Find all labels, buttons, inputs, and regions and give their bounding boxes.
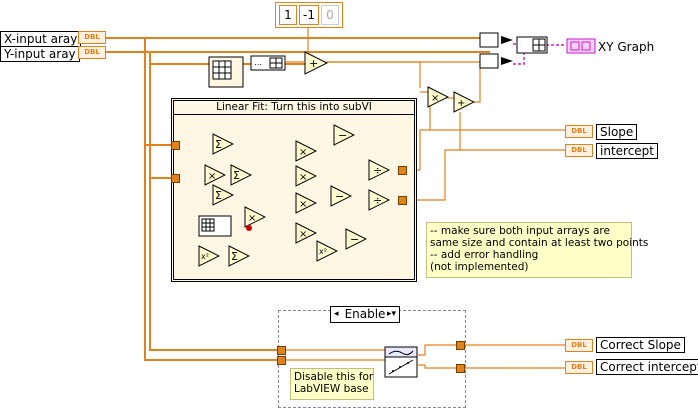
array-element-2[interactable]: 0	[321, 5, 339, 25]
sum-node-1[interactable]: Σ	[212, 133, 234, 155]
y-input-label: Y-input aray	[0, 46, 80, 62]
svg-text:Σ: Σ	[215, 189, 222, 202]
enable-selector[interactable]: ◂ Enable ▸▾	[330, 306, 400, 323]
svg-text:Σ: Σ	[233, 169, 240, 182]
svg-text:×: ×	[299, 199, 307, 210]
multiply-node-6[interactable]: ×	[295, 222, 317, 244]
multiply-node-outer[interactable]: ×	[427, 86, 449, 108]
divide-node-1[interactable]: ÷	[368, 159, 390, 181]
multiply-node-2[interactable]: ×	[244, 206, 266, 228]
linear-fit-frame-title: Linear Fit: Turn this into subVI	[174, 101, 414, 115]
svg-text:+: +	[309, 57, 318, 70]
bundle-node-2[interactable]	[516, 36, 548, 54]
svg-text:÷: ÷	[373, 164, 382, 177]
multiply-node-5[interactable]: ×	[295, 192, 317, 214]
correct-intercept-label: Correct intercept	[596, 359, 698, 375]
linear-fit-vi-icon[interactable]	[384, 346, 418, 378]
wire-intercept-out	[407, 149, 565, 201]
frame-tunnel-x[interactable]	[171, 141, 180, 150]
multiply-node-4[interactable]: ×	[295, 165, 317, 187]
disable-tunnel-x[interactable]	[277, 346, 286, 355]
x-input-terminal[interactable]: DBL	[78, 31, 106, 44]
array-element-0[interactable]: 1	[279, 5, 297, 25]
sum-node-3[interactable]: Σ	[212, 184, 234, 206]
svg-text:×: ×	[208, 171, 216, 182]
svg-text:x²: x²	[201, 252, 209, 261]
intercept-terminal[interactable]: DBL	[565, 144, 593, 157]
divide-node-2[interactable]: ÷	[368, 189, 390, 211]
y-input-terminal[interactable]: DBL	[78, 46, 106, 59]
intercept-label: intercept	[596, 143, 658, 159]
add-node-outer[interactable]: +	[453, 91, 475, 113]
wire-fit-int	[418, 364, 565, 369]
wire-y-down	[149, 52, 283, 351]
disable-tunnel-slope[interactable]	[456, 341, 465, 350]
svg-text:×: ×	[299, 229, 307, 240]
svg-text:÷: ÷	[373, 194, 382, 207]
disable-tunnel-intercept[interactable]	[456, 364, 465, 373]
correct-slope-label: Correct Slope	[596, 337, 685, 353]
wire-fit-slope	[418, 344, 565, 356]
svg-text:Σ: Σ	[215, 138, 222, 151]
svg-text:×: ×	[248, 213, 256, 224]
slope-label: Slope	[596, 124, 638, 140]
svg-text:−: −	[335, 190, 344, 203]
subtract-node-2[interactable]: −	[330, 185, 352, 207]
xy-graph-label: XY Graph	[598, 40, 655, 54]
enable-arrow-left-icon[interactable]: ◂	[334, 309, 339, 319]
ramp-array-node[interactable]	[208, 56, 244, 88]
frame-tunnel-y[interactable]	[171, 174, 180, 183]
build-array-node[interactable]: ⋯	[250, 55, 286, 71]
frame-tunnel-slope[interactable]	[398, 166, 407, 175]
svg-text:×: ×	[299, 147, 307, 158]
wire-add-out	[326, 61, 421, 88]
array-element-1[interactable]: -1	[299, 5, 319, 25]
svg-text:×: ×	[299, 172, 307, 183]
sum-node-2[interactable]: Σ	[230, 164, 252, 186]
cluster-wire-2	[513, 50, 525, 65]
xy-graph-terminal[interactable]	[566, 38, 596, 54]
subtract-node-3[interactable]: −	[345, 228, 367, 250]
x-input-label: X-input aray	[0, 31, 82, 47]
linear-fit-frame: Linear Fit: Turn this into subVI	[171, 98, 417, 282]
enable-selector-label: Enable	[344, 307, 386, 321]
svg-text:x²: x²	[319, 247, 327, 256]
add-node[interactable]: +	[304, 51, 328, 75]
svg-text:+: +	[457, 98, 465, 109]
enable-arrow-right-icon[interactable]: ▸▾	[386, 309, 396, 319]
bundle-node-1[interactable]	[479, 32, 515, 70]
disable-comment: Disable this for LabVIEW base	[290, 368, 374, 400]
subtract-node-1[interactable]: −	[333, 124, 355, 146]
multiply-node-1[interactable]: ×	[204, 164, 226, 186]
slope-terminal[interactable]: DBL	[565, 125, 593, 138]
disable-tunnel-y[interactable]	[277, 356, 286, 365]
coercion-dot-red	[246, 225, 252, 231]
svg-text:Σ: Σ	[231, 250, 238, 263]
array-size-node[interactable]	[198, 215, 232, 237]
svg-text:⋯: ⋯	[254, 60, 262, 69]
implementation-note: -- make sure both input arrays are same …	[426, 222, 648, 278]
correct-slope-terminal[interactable]: DBL	[565, 339, 593, 352]
svg-text:×: ×	[431, 93, 439, 104]
frame-tunnel-intercept[interactable]	[398, 196, 407, 205]
correct-intercept-terminal[interactable]: DBL	[565, 361, 593, 374]
sum-node-4[interactable]: Σ	[228, 245, 250, 267]
multiply-node-3[interactable]: ×	[295, 140, 317, 162]
svg-text:−: −	[338, 129, 347, 142]
svg-text:−: −	[350, 233, 359, 246]
array-constant[interactable]: 1 -1 0	[275, 2, 343, 28]
square-node-2[interactable]: x²	[316, 240, 338, 262]
square-node-1[interactable]: x²	[198, 245, 220, 267]
